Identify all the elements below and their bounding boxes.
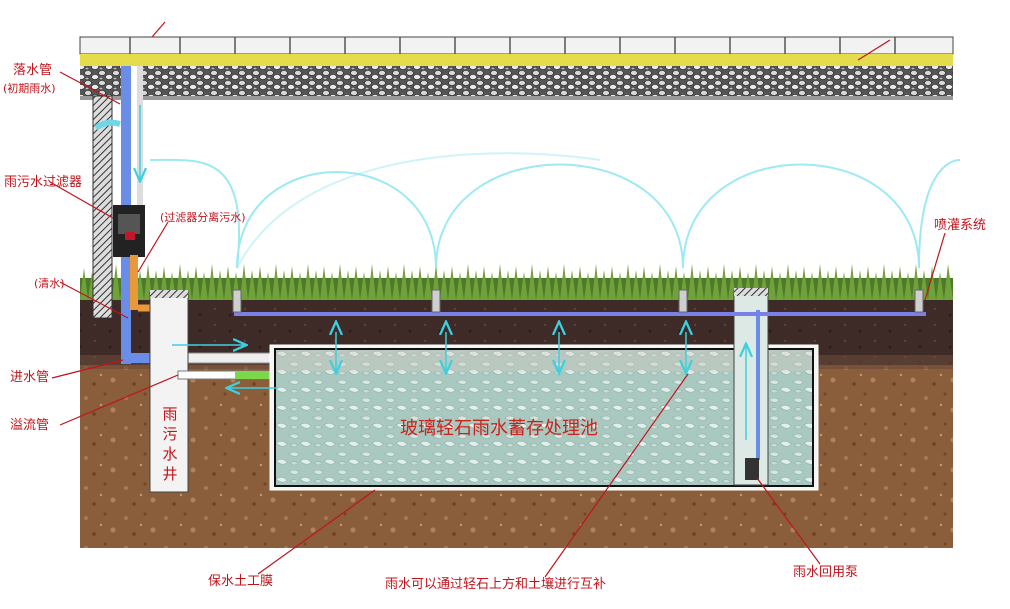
building-wall: [92, 95, 113, 319]
tank-title: 玻璃轻石雨水蓄存处理池: [400, 418, 598, 439]
grass-strip: [80, 264, 953, 300]
sewage-well-char-1: 雨: [162, 405, 178, 423]
pump-shaft: [733, 288, 769, 486]
paving-surface: [79, 36, 954, 100]
filter-note-label: (过滤器分离污水): [160, 211, 246, 224]
filter-label: 雨污水过滤器: [4, 175, 83, 190]
geomembrane-label: 保水土工膜: [208, 574, 274, 589]
spray-arcs: [149, 152, 961, 269]
storage-tank: [269, 344, 819, 491]
downpipe-note-label: (初期雨水): [3, 82, 56, 95]
irrigation-label: 喷灌系统: [934, 218, 987, 233]
filter-device: [113, 205, 160, 318]
replenish-label: 雨水可以通过轻石上方和土壤进行互补: [385, 577, 607, 592]
sewage-well-char-4: 井: [162, 465, 178, 483]
sewage-well-char-2: 污: [162, 425, 178, 443]
inlet-pipe-label: 进水管: [10, 370, 50, 385]
pump-label: 雨水回用泵: [793, 565, 859, 580]
sewage-well: [149, 291, 189, 493]
leader-lines: [49, 21, 946, 578]
sprinklers: [232, 289, 924, 313]
clean-water-label: (清水): [34, 277, 65, 290]
overflow-pipe-label: 溢流管: [10, 418, 50, 433]
sewage-well-char-3: 水: [162, 445, 178, 463]
downpipe-label: 落水管: [13, 63, 53, 78]
irrigation-pipe: [234, 312, 926, 316]
flow-arrows: [140, 105, 746, 440]
